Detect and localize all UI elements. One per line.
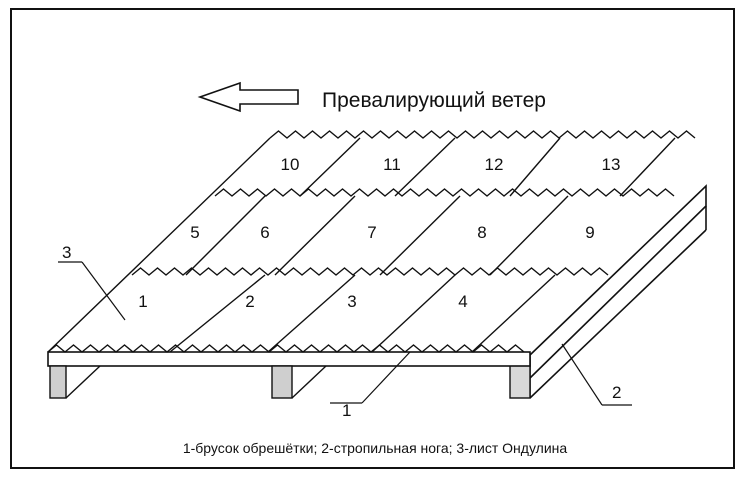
support-post-middle xyxy=(271,365,293,399)
wind-arrow-icon xyxy=(197,81,299,113)
sheet-seam-8 xyxy=(489,195,569,276)
support-post-left xyxy=(49,365,67,399)
sheet-number-13: 13 xyxy=(602,155,621,174)
sheet-number-4: 4 xyxy=(458,292,467,311)
sheet-seam-1 xyxy=(169,274,266,353)
callout-1-label: 1 xyxy=(342,401,351,420)
sheet-seam-12 xyxy=(619,137,676,197)
sheet-number-11: 11 xyxy=(383,155,401,174)
wind-label: Превалирующий ветер xyxy=(322,89,546,112)
sheet-seam-2 xyxy=(267,274,356,353)
rafter-beam xyxy=(529,184,707,399)
ondulin-sheets xyxy=(47,130,696,353)
sheet-seam-5 xyxy=(185,195,266,276)
sheet-number-1: 1 xyxy=(138,292,147,311)
sheet-number-2: 2 xyxy=(245,292,254,311)
sheet-seam-10 xyxy=(394,137,456,197)
diagram-caption: 1-брусок обрешётки; 2-стропильная нога; … xyxy=(182,440,568,456)
sheet-number-7: 7 xyxy=(367,223,376,242)
sheet-number-8: 8 xyxy=(477,223,486,242)
sheet-row2-front-edge xyxy=(131,267,609,276)
sheet-seam-9 xyxy=(299,137,361,197)
diagram-frame xyxy=(10,8,735,469)
roof-left-edge xyxy=(47,137,271,353)
sheet-number-12: 12 xyxy=(485,155,504,174)
sheet-seam-7 xyxy=(379,195,461,276)
sheet-number-3: 3 xyxy=(347,292,356,311)
sheet-seam-6 xyxy=(274,195,356,276)
callout-2-label: 2 xyxy=(612,383,621,402)
sheet-seam-3 xyxy=(371,274,456,353)
sheet-number-10: 10 xyxy=(281,155,300,174)
sheet-seam-11 xyxy=(509,137,561,197)
batten-beam xyxy=(47,351,531,367)
sheet-row1-front-edge xyxy=(47,344,525,353)
sheet-row4-front-edge xyxy=(269,130,696,139)
sheet-seam-4 xyxy=(471,274,556,353)
sheet-number-6: 6 xyxy=(260,223,269,242)
sheet-number-9: 9 xyxy=(585,223,594,242)
callout-3-label: 3 xyxy=(62,243,71,262)
sheet-row3-front-edge xyxy=(214,188,675,197)
callout-leaders xyxy=(58,261,632,406)
sheet-number-5: 5 xyxy=(190,223,199,242)
